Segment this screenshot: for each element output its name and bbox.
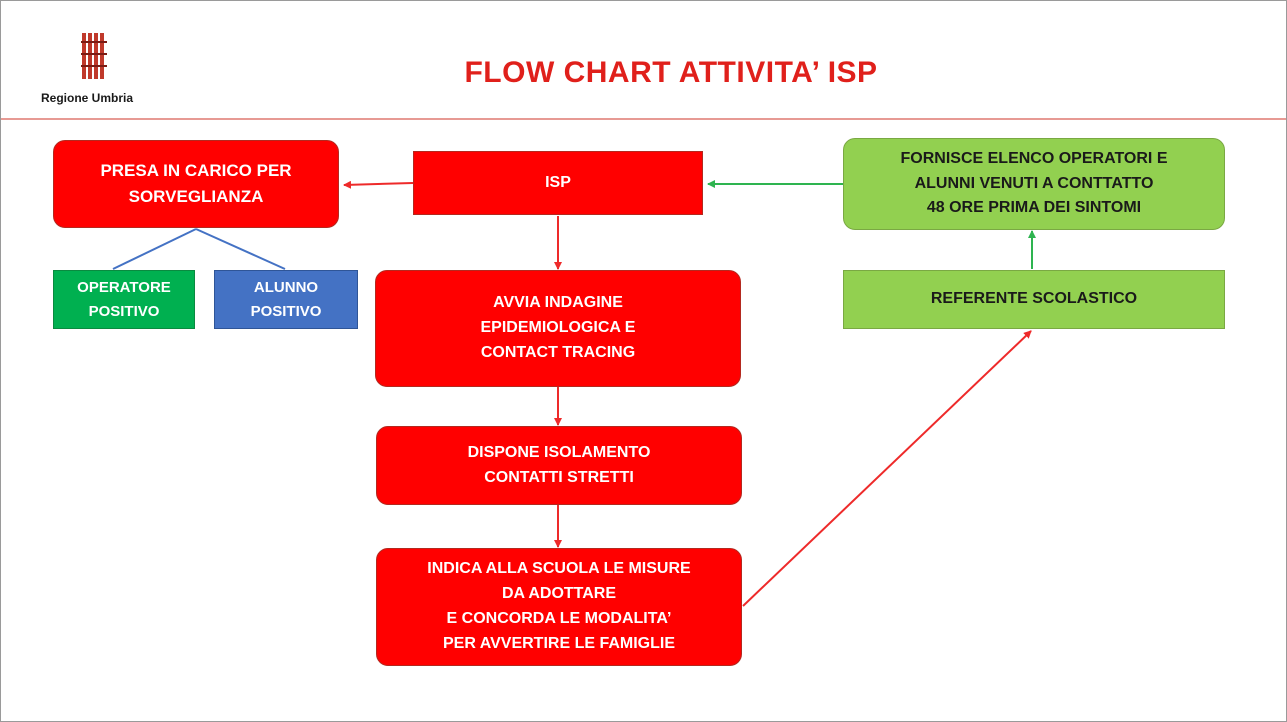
node-operatore-positivo-label: OPERATORE POSITIVO — [77, 279, 171, 320]
page-title: FLOW CHART ATTIVITA’ ISP — [464, 56, 878, 89]
node-alunno-positivo: ALUNNO POSITIVO — [214, 270, 358, 329]
arrow-isp-to-presa — [343, 180, 414, 189]
node-referente-scolastico-label: REFERENTE SCOLASTICO — [930, 290, 1138, 308]
node-isp-label: ISP — [545, 173, 571, 191]
header-divider — [1, 118, 1286, 120]
regione-umbria-logo: Regione Umbria — [31, 31, 161, 111]
connector-presa-to-operatore — [112, 228, 197, 270]
node-fornisce-elenco: FORNISCE ELENCO OPERATORI E ALUNNI VENUT… — [843, 138, 1225, 230]
node-avvia-indagine: AVVIA INDAGINE EPIDEMIOLOGICA E CONTACT … — [375, 270, 741, 387]
node-presa-in-carico: PRESA IN CARICO PER SORVEGLIANZA — [53, 140, 339, 228]
node-indica-alla-scuola: INDICA ALLA SCUOLA LE MISURE DA ADOTTARE… — [376, 548, 742, 666]
node-alunno-positivo-label: ALUNNO POSITIVO — [250, 279, 322, 320]
node-fornisce-elenco-label: FORNISCE ELENCO OPERATORI E ALUNNI VENUT… — [900, 149, 1168, 217]
node-isp: ISP — [413, 151, 703, 215]
node-avvia-indagine-label: AVVIA INDAGINE EPIDEMIOLOGICA E CONTACT … — [480, 294, 636, 361]
node-presa-in-carico-label: PRESA IN CARICO PER SORVEGLIANZA — [100, 160, 292, 206]
node-dispone-isolamento-label: DISPONE ISOLAMENTO CONTATTI STRETTI — [467, 443, 651, 486]
logo-text: Regione Umbria — [41, 91, 134, 105]
connector-presa-to-alunno — [195, 228, 286, 270]
node-operatore-positivo: OPERATORE POSITIVO — [53, 270, 195, 329]
node-referente-scolastico: REFERENTE SCOLASTICO — [843, 270, 1225, 329]
arrow-indica-to-referente — [742, 330, 1032, 607]
regione-umbria-emblem-icon — [81, 31, 107, 81]
node-dispone-isolamento: DISPONE ISOLAMENTO CONTATTI STRETTI — [376, 426, 742, 505]
node-indica-alla-scuola-label: INDICA ALLA SCUOLA LE MISURE DA ADOTTARE… — [427, 560, 691, 652]
